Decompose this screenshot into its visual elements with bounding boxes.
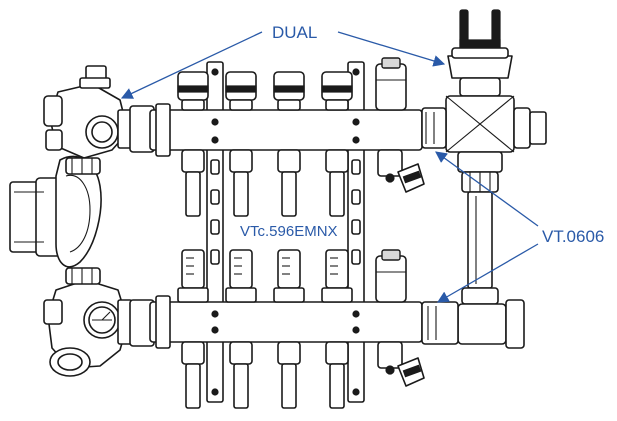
dual-arrow-left: [120, 31, 263, 99]
valve-arrow-bottom: [436, 243, 539, 303]
top-valve-head-4: [321, 71, 353, 111]
top-valve-head-3: [273, 71, 305, 111]
valve-arrow-top: [435, 151, 539, 227]
flow-meter-2: [225, 249, 257, 303]
top-outlets: [181, 149, 349, 217]
bottom-manifold: [149, 249, 425, 409]
top-manifold: [149, 57, 425, 217]
left-pump-group: [9, 65, 155, 377]
flow-meter-4: [321, 249, 353, 303]
model-label: VTc.596EMNX: [240, 223, 338, 240]
dual-arrow-right: [337, 31, 446, 67]
flow-meter-1: [177, 249, 209, 303]
flow-meter-3: [273, 249, 305, 303]
top-valve-head-2: [225, 71, 257, 111]
right-valve-group: [421, 9, 547, 349]
callouts: [120, 31, 539, 303]
dual-label: DUAL: [272, 23, 317, 42]
bottom-outlets: [181, 341, 349, 409]
valve-label: VT.0606: [542, 227, 604, 246]
top-valve-head-1: [177, 71, 209, 111]
